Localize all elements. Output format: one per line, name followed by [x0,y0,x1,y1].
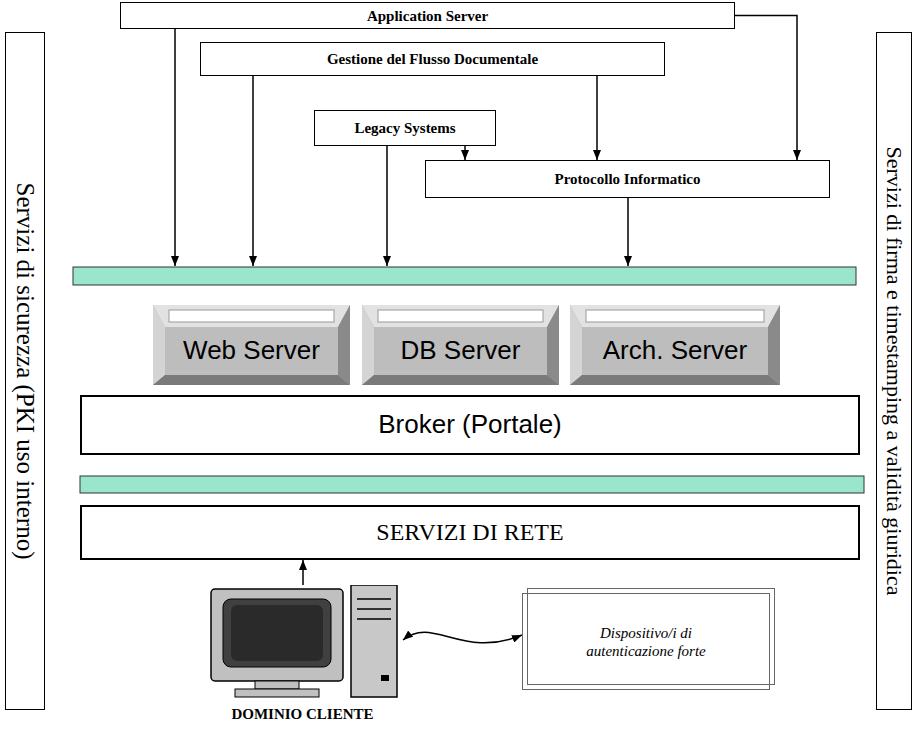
server-right [768,305,780,385]
connector-arrow [735,16,797,161]
bus-arrow [627,198,629,266]
server-face [374,327,547,375]
side-panel: Servizi di sicurezza (PKI uso interno) [5,32,45,710]
server-slot [378,310,543,322]
component-box: Protocollo Informatico [425,160,830,198]
monitor-case [211,589,343,681]
server-block: Arch. Server [570,305,780,385]
component-box: Gestione del Flusso Documentale [200,42,665,76]
box-label: Application Server [367,7,488,25]
bus-arrow [386,146,388,266]
connector-arrow [302,560,304,585]
drive-slot [357,618,391,620]
layer-band: Broker (Portale) [80,395,860,455]
drive-slot [357,598,391,600]
bus-arrow [252,76,254,266]
server-body [153,305,350,385]
server-left [570,305,582,385]
tower-case [351,585,397,697]
box-label: Legacy Systems [354,119,455,137]
bus-bar [73,267,856,285]
box-label: Web Server [183,335,320,366]
connector-arrow [403,632,522,643]
server-top [153,305,350,327]
box-label: Dispositivo/i di autenticazione forte [581,624,711,660]
server-block: Web Server [153,305,350,385]
connector-arrow [464,146,466,160]
power-button [381,675,389,681]
server-right [338,305,350,385]
server-right [547,305,559,385]
component-box: Legacy Systems [314,110,496,146]
computer-icon [205,585,400,700]
client-computer: DOMINIO CLIENTE [205,585,400,725]
monitor-glass [231,605,323,661]
box-label: Servizi di firma e timestamping a validi… [881,146,907,595]
side-panel: Servizi di firma e timestamping a validi… [876,32,912,710]
monitor-neck [255,681,299,689]
connector-arrow [596,76,598,160]
bus-bar [80,476,864,493]
server-left [153,305,165,385]
layer-band: SERVIZI DI RETE [80,505,860,560]
box-label: DB Server [401,335,521,366]
box-label: Servizi di sicurezza (PKI uso interno) [10,183,40,560]
server-left [362,305,374,385]
server-face [165,327,338,375]
server-bottom [153,375,350,385]
box-label: Gestione del Flusso Documentale [327,50,538,68]
server-bottom [570,375,780,385]
box-label: Protocollo Informatico [555,170,701,188]
box-label: Broker (Portale) [378,409,562,440]
server-slot [169,310,334,322]
box-label: Arch. Server [603,335,748,366]
monitor-base [235,689,319,697]
server-face [582,327,768,375]
server-block: DB Server [362,305,559,385]
box-label: SERVIZI DI RETE [376,518,563,547]
server-body [570,305,780,385]
server-slot [586,310,764,322]
bus-arrow [174,29,176,266]
monitor-screen [223,599,331,667]
device-box: Dispositivo/i di autenticazione forte [522,593,770,690]
server-bottom [362,375,559,385]
caption-label: DOMINIO CLIENTE [231,705,373,723]
server-body [362,305,559,385]
component-box: Application Server [120,2,735,29]
drive-slot [357,608,391,610]
server-top [362,305,559,327]
server-top [570,305,780,327]
